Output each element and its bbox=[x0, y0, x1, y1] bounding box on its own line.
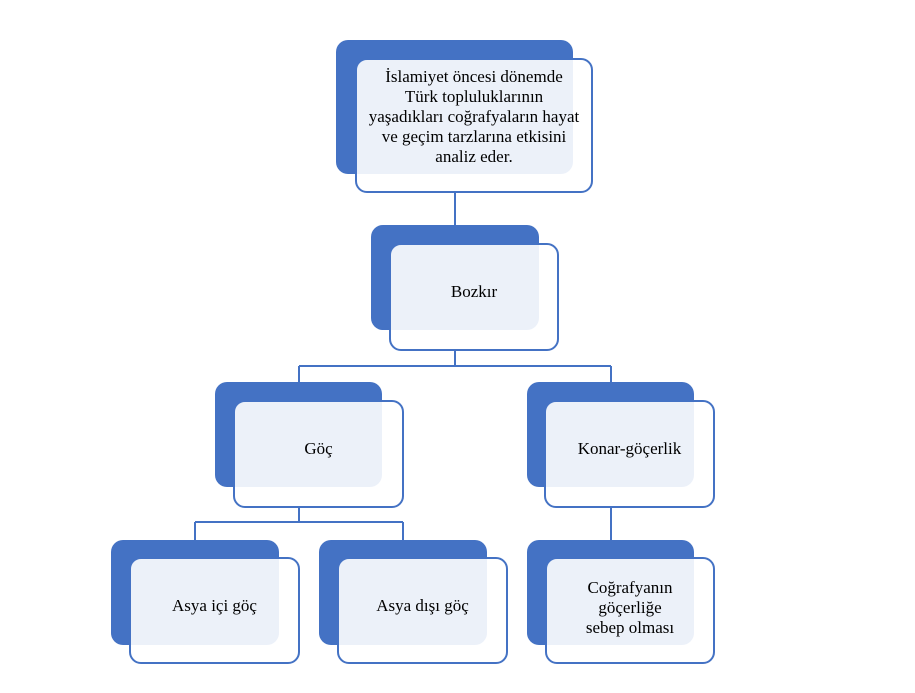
node-goc-label: Göç bbox=[304, 439, 333, 458]
node-bozkir-label: Bozkır bbox=[450, 282, 498, 301]
node-asya-ici-label: Asya içi göç bbox=[172, 595, 257, 615]
node-cografya: Coğrafyanın göçerliğe sebep olması bbox=[545, 557, 715, 664]
connector-bozkir-children bbox=[298, 350, 612, 382]
node-asya-ici: Asya içi göç bbox=[129, 557, 300, 664]
node-asya-disi: Asya dışı göç bbox=[337, 557, 508, 664]
node-goc: Göç bbox=[233, 400, 404, 508]
node-asya-disi-label: Asya dışı göç bbox=[376, 595, 469, 615]
node-bozkir: Bozkır bbox=[389, 243, 559, 351]
node-konar-label: Konar-göçerlik bbox=[577, 439, 682, 458]
node-root-label: İslamiyet öncesi dönemde Türk toplulukla… bbox=[368, 66, 580, 166]
connector-goc-children bbox=[194, 507, 404, 540]
node-konar: Konar-göçerlik bbox=[544, 400, 715, 508]
node-cografya-label: Coğrafyanın göçerliğe sebep olması bbox=[585, 577, 675, 637]
node-root: İslamiyet öncesi dönemde Türk toplulukla… bbox=[355, 58, 593, 193]
